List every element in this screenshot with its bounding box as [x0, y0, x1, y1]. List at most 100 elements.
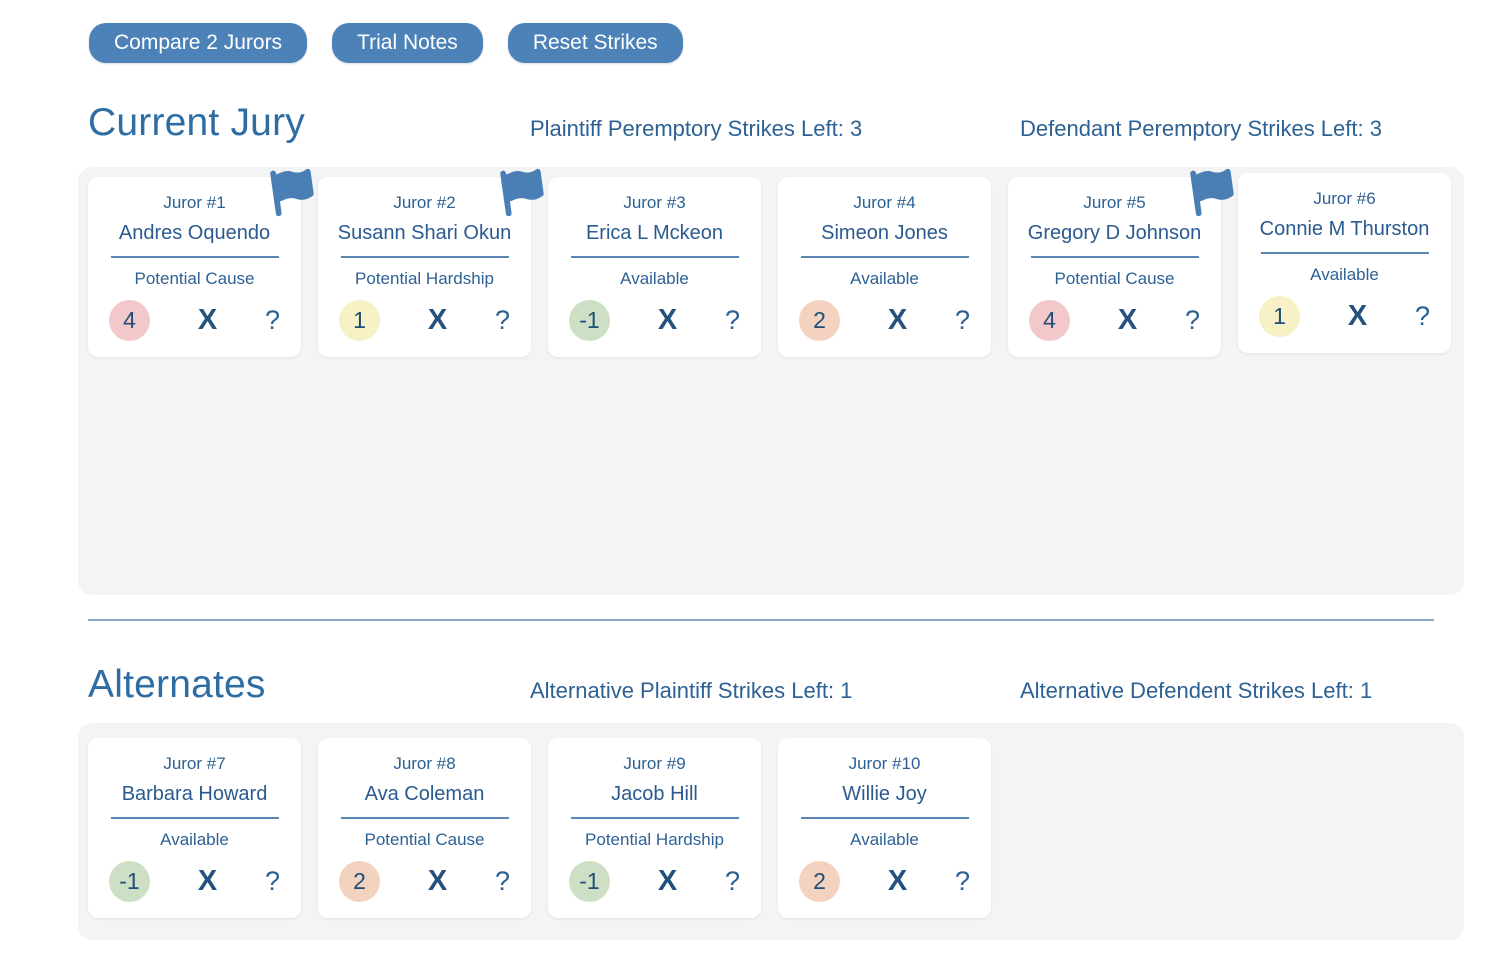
score-badge: 4: [109, 300, 150, 341]
juror-status: Available: [160, 830, 229, 849]
defendant-strikes-left: Defendant Peremptory Strikes Left: 3: [1020, 116, 1382, 141]
card-actions: 1 X ?: [318, 300, 531, 341]
alternates-panel: Juror #7 Barbara Howard Available -1 X ?…: [78, 723, 1464, 940]
juror-number: Juror #4: [853, 193, 916, 212]
juror-number: Juror #3: [623, 193, 686, 212]
strike-button[interactable]: X: [197, 304, 218, 336]
trial-notes-button[interactable]: Trial Notes: [332, 23, 483, 63]
compare-jurors-button[interactable]: Compare 2 Jurors: [89, 23, 308, 63]
card-divider: [340, 256, 509, 258]
juror-status: Available: [850, 269, 919, 288]
card-divider: [1260, 252, 1429, 254]
juror-card[interactable]: Juror #4 Simeon Jones Available 2 X ?: [778, 177, 991, 357]
section-divider: [88, 619, 1434, 621]
juror-status: Potential Hardship: [355, 269, 494, 288]
juror-name: Barbara Howard: [121, 783, 268, 805]
juror-name: Jacob Hill: [611, 783, 698, 805]
card-divider: [340, 817, 509, 819]
alt-plaintiff-strikes-left: Alternative Plaintiff Strikes Left: 1: [530, 678, 853, 703]
card-actions: -1 X ?: [88, 861, 301, 902]
question-button[interactable]: ?: [1414, 301, 1430, 331]
card-divider: [1030, 256, 1199, 258]
card-actions: 4 X ?: [1008, 300, 1221, 341]
juror-name: Willie Joy: [842, 783, 927, 805]
juror-name: Susann Shari Okun: [337, 222, 512, 244]
question-button[interactable]: ?: [264, 866, 280, 896]
score-badge: 2: [799, 861, 840, 902]
question-button[interactable]: ?: [494, 866, 510, 896]
juror-number: Juror #1: [163, 193, 226, 212]
juror-card[interactable]: Juror #5 Gregory D Johnson Potential Cau…: [1008, 168, 1234, 357]
strike-button[interactable]: X: [197, 865, 218, 897]
score-badge: 2: [339, 861, 380, 902]
card-actions: -1 X ?: [548, 300, 761, 341]
juror-status: Available: [850, 830, 919, 849]
juror-name: Andres Oquendo: [118, 222, 271, 244]
strike-button[interactable]: X: [657, 304, 678, 336]
strike-button[interactable]: X: [1117, 304, 1138, 336]
juror-name: Simeon Jones: [821, 222, 948, 244]
score-badge: -1: [569, 300, 610, 341]
alternates-cards-row: Juror #7 Barbara Howard Available -1 X ?…: [88, 738, 991, 918]
question-button[interactable]: ?: [1184, 305, 1200, 335]
card-actions: 1 X ?: [1238, 296, 1451, 337]
current-jury-panel: Juror #1 Andres Oquendo Potential Cause …: [78, 167, 1464, 595]
juror-number: Juror #8: [393, 754, 456, 773]
juror-card[interactable]: Juror #8 Ava Coleman Potential Cause 2 X…: [318, 738, 531, 918]
toolbar: Compare 2 Jurors Trial Notes Reset Strik…: [89, 23, 683, 63]
card-divider: [570, 256, 739, 258]
question-button[interactable]: ?: [264, 305, 280, 335]
question-button[interactable]: ?: [494, 305, 510, 335]
strike-button[interactable]: X: [427, 865, 448, 897]
strike-button[interactable]: X: [887, 304, 908, 336]
juror-name: Connie M Thurston: [1259, 218, 1430, 240]
juror-status: Potential Cause: [364, 830, 485, 849]
strike-button[interactable]: X: [887, 865, 908, 897]
current-jury-cards-row: Juror #1 Andres Oquendo Potential Cause …: [88, 168, 1451, 357]
card-divider: [110, 817, 279, 819]
alternates-title: Alternates: [88, 663, 266, 706]
juror-status: Available: [1310, 265, 1379, 284]
card-actions: 4 X ?: [88, 300, 301, 341]
strike-button[interactable]: X: [657, 865, 678, 897]
card-divider: [800, 817, 969, 819]
juror-status: Potential Cause: [1054, 269, 1175, 288]
juror-number: Juror #9: [623, 754, 686, 773]
card-actions: 2 X ?: [778, 861, 991, 902]
score-badge: 1: [339, 300, 380, 341]
juror-card[interactable]: Juror #7 Barbara Howard Available -1 X ?: [88, 738, 301, 918]
score-badge: 1: [1259, 296, 1300, 337]
card-divider: [800, 256, 969, 258]
strike-button[interactable]: X: [1347, 300, 1368, 332]
juror-status: Potential Cause: [134, 269, 255, 288]
juror-status: Available: [620, 269, 689, 288]
score-badge: -1: [109, 861, 150, 902]
score-badge: -1: [569, 861, 610, 902]
reset-strikes-button[interactable]: Reset Strikes: [507, 23, 683, 63]
juror-card[interactable]: Juror #6 Connie M Thurston Available 1 X…: [1238, 173, 1451, 353]
juror-status: Potential Hardship: [585, 830, 724, 849]
juror-card[interactable]: Juror #9 Jacob Hill Potential Hardship -…: [548, 738, 761, 918]
question-button[interactable]: ?: [724, 866, 740, 896]
card-actions: 2 X ?: [318, 861, 531, 902]
juror-card[interactable]: Juror #3 Erica L Mckeon Available -1 X ?: [548, 177, 761, 357]
juror-card[interactable]: Juror #10 Willie Joy Available 2 X ?: [778, 738, 991, 918]
juror-name: Gregory D Johnson: [1027, 222, 1202, 244]
juror-card[interactable]: Juror #1 Andres Oquendo Potential Cause …: [88, 168, 314, 357]
question-button[interactable]: ?: [954, 305, 970, 335]
juror-number: Juror #2: [393, 193, 456, 212]
strike-button[interactable]: X: [427, 304, 448, 336]
card-divider: [570, 817, 739, 819]
juror-name: Erica L Mckeon: [585, 222, 724, 244]
question-button[interactable]: ?: [954, 866, 970, 896]
juror-card[interactable]: Juror #2 Susann Shari Okun Potential Har…: [318, 168, 544, 357]
juror-number: Juror #7: [163, 754, 226, 773]
card-actions: 2 X ?: [778, 300, 991, 341]
juror-number: Juror #10: [848, 754, 921, 773]
card-divider: [110, 256, 279, 258]
juror-name: Ava Coleman: [364, 783, 485, 805]
juror-number: Juror #6: [1313, 189, 1376, 208]
juror-number: Juror #5: [1083, 193, 1146, 212]
question-button[interactable]: ?: [724, 305, 740, 335]
